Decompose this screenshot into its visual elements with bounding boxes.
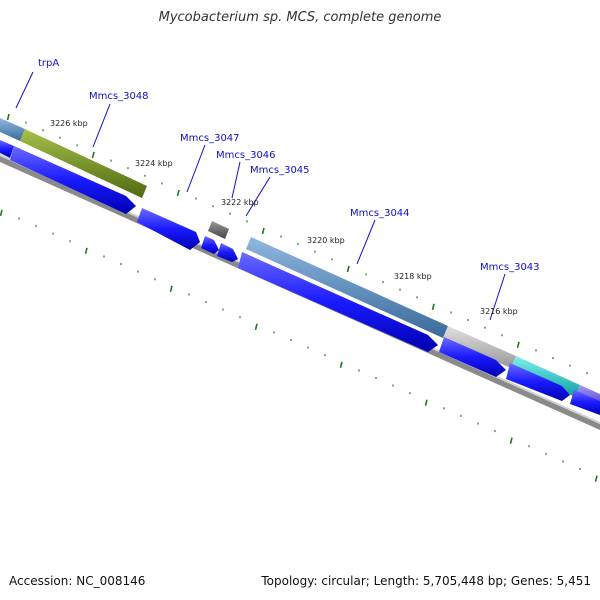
gene-label[interactable]: Mmcs_3045 xyxy=(250,165,310,176)
feature-blue-left xyxy=(0,118,25,141)
kbp-label: 3216 kbp xyxy=(480,307,518,316)
tick-mark xyxy=(84,247,88,255)
accession-text: Accession: NC_008146 xyxy=(9,574,146,588)
tick-mark xyxy=(6,113,10,121)
coordinate-ticks xyxy=(0,113,598,482)
feature-dark-small xyxy=(208,221,229,239)
kbp-labels: 3226 kbp 3224 kbp 3222 kbp 3220 kbp 3218… xyxy=(50,119,518,316)
gene-label[interactable]: Mmcs_3047 xyxy=(180,133,240,144)
tick-mark xyxy=(91,151,95,159)
gene-arrow xyxy=(201,236,219,254)
kbp-label: 3222 kbp xyxy=(221,198,259,207)
gene-label[interactable]: Mmcs_3044 xyxy=(350,208,410,219)
feature-grey xyxy=(443,326,516,368)
gene-arrow xyxy=(238,252,438,352)
map-title: Mycobacterium sp. MCS, complete genome xyxy=(158,10,442,25)
tick-mark xyxy=(261,227,265,235)
gene-label[interactable]: Mmcs_3046 xyxy=(216,150,276,161)
tick-mark xyxy=(424,399,428,406)
tick-mark xyxy=(346,265,350,273)
feature-olive xyxy=(20,129,147,198)
gene-arrow xyxy=(506,363,570,401)
kbp-label: 3226 kbp xyxy=(50,119,88,128)
feature-band xyxy=(0,118,600,406)
gene-arrow xyxy=(10,146,136,214)
tick-mark xyxy=(509,437,513,444)
kbp-label: 3218 kbp xyxy=(394,272,432,281)
tick-mark xyxy=(169,285,173,293)
gene-arrow xyxy=(439,337,506,377)
gene-labels: trpA Mmcs_3048 Mmcs_3047 Mmcs_3046 Mmcs_… xyxy=(38,58,540,273)
tick-mark xyxy=(176,189,180,197)
gene-arrow xyxy=(217,243,238,262)
genome-summary-text: Topology: circular; Length: 5,705,448 bp… xyxy=(261,574,591,588)
gene-label[interactable]: Mmcs_3048 xyxy=(89,91,149,102)
kbp-label: 3220 kbp xyxy=(307,236,345,245)
feature-cyan xyxy=(511,356,580,397)
gene-arrows xyxy=(0,140,600,415)
kbp-label: 3224 kbp xyxy=(135,159,173,168)
tick-mark xyxy=(516,341,520,349)
tick-mark xyxy=(339,361,343,368)
tick-mark xyxy=(254,323,258,330)
label-leaders xyxy=(15,71,506,321)
tick-mark xyxy=(0,209,3,217)
tick-mark xyxy=(594,475,598,482)
gene-arrow xyxy=(137,208,200,250)
gene-arrow xyxy=(570,390,600,415)
gene-label[interactable]: trpA xyxy=(38,58,59,69)
gene-label[interactable]: Mmcs_3043 xyxy=(480,262,540,273)
tick-mark xyxy=(431,303,435,311)
gene-arrow xyxy=(0,140,14,158)
feature-blue-long xyxy=(246,237,448,338)
